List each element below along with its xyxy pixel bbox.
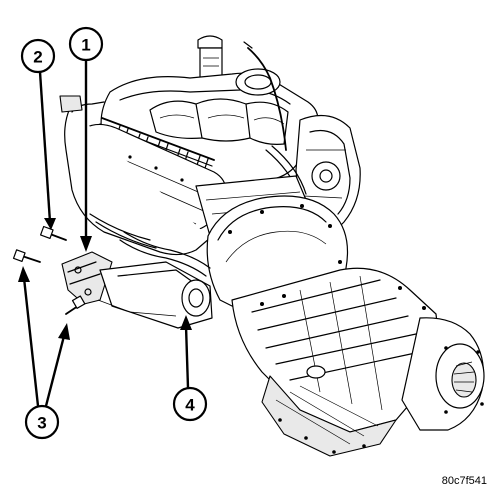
callout-1: 1 [68,26,104,62]
figure-id: 80c7f541 [441,475,487,487]
bolt-3-upper [12,249,41,263]
callout-3-label: 3 [37,414,46,433]
callout-2-label: 2 [33,48,42,67]
transmission-illustration [206,195,485,457]
callout-1-label: 1 [81,36,90,55]
callout-2: 2 [20,38,56,74]
bolt-3-lower [65,295,86,315]
callout-4-label: 4 [185,396,195,415]
leader-lines [18,60,192,407]
structural-cover [61,251,113,305]
callout-4: 4 [172,386,208,422]
callout-3: 3 [24,404,60,440]
bolt-2 [39,225,67,241]
starter-area [97,231,213,329]
